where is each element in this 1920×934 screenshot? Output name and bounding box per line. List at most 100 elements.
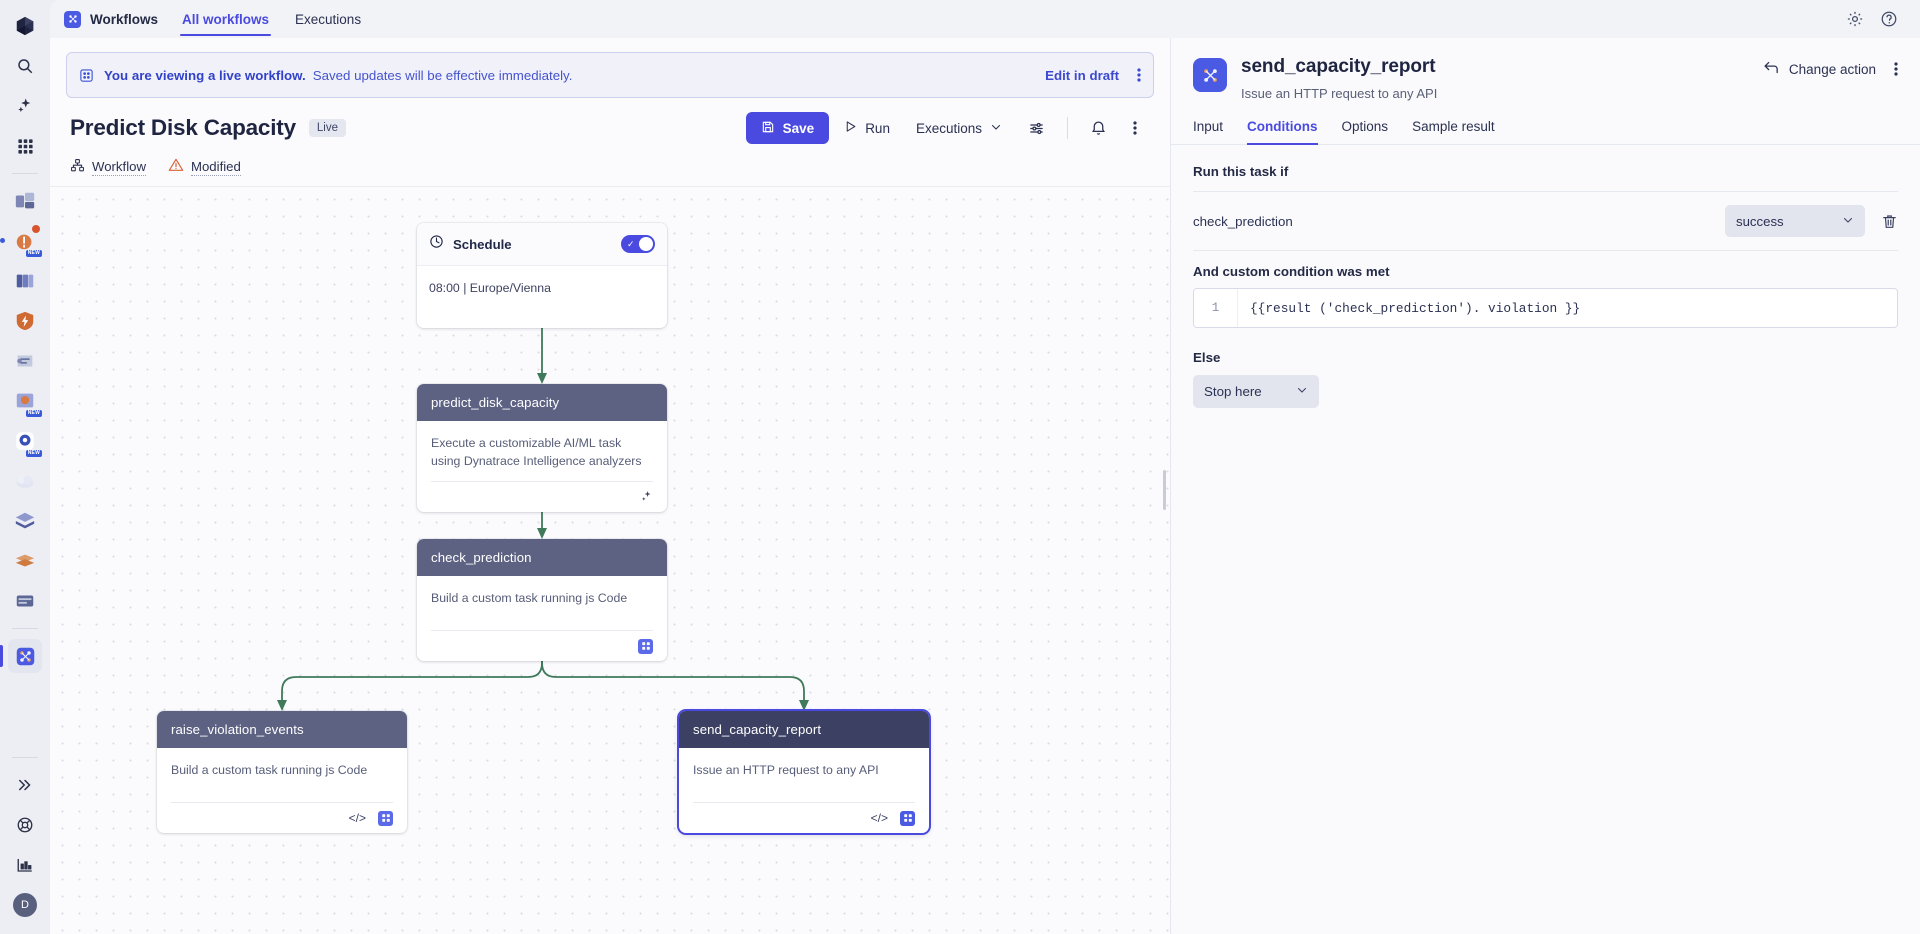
panel-tabs: Input Conditions Options Sample result — [1171, 101, 1920, 145]
schedule-enabled-toggle[interactable]: ✓ — [621, 235, 655, 253]
code-expression[interactable]: {{result ('check_prediction'). violation… — [1250, 300, 1581, 316]
node-footer — [431, 630, 653, 661]
tab-all-workflows[interactable]: All workflows — [180, 2, 272, 36]
help-circle-icon[interactable] — [1880, 10, 1898, 28]
modified-indicator[interactable]: Modified — [168, 157, 241, 178]
app-topbar: Workflows All workflows Executions — [50, 0, 1920, 38]
rail-divider-3 — [12, 757, 38, 758]
custom-condition-label: And custom condition was met — [1193, 264, 1390, 279]
chevron-down-icon — [1296, 384, 1308, 399]
node-title: predict_disk_capacity — [417, 384, 667, 421]
databases-icon[interactable] — [8, 584, 42, 618]
new-badge: NEW — [25, 410, 42, 417]
panel-header-row: send_capacity_report Issue an HTTP reque… — [1193, 56, 1898, 101]
new-badge: NEW — [25, 250, 42, 257]
workflow-subtoolbar: Workflow Modified — [50, 144, 1170, 186]
hierarchy-icon — [70, 158, 85, 178]
cloud-icon[interactable] — [8, 464, 42, 498]
schedule-node[interactable]: Schedule ✓ 08:00 | Europe/Vienna — [417, 223, 667, 328]
else-value: Stop here — [1204, 384, 1262, 399]
executions-label: Executions — [915, 120, 982, 136]
predict-disk-capacity-node[interactable]: predict_disk_capacity Execute a customiz… — [417, 384, 667, 512]
modified-label: Modified — [190, 159, 241, 176]
workflow-tab[interactable]: Workflow — [70, 158, 146, 178]
save-button[interactable]: Save — [745, 112, 830, 144]
panel-scrollbar-thumb[interactable] — [1163, 470, 1166, 510]
node-title: send_capacity_report — [679, 711, 929, 748]
node-footer — [431, 480, 653, 512]
tab-options[interactable]: Options — [1341, 119, 1389, 134]
search-icon[interactable] — [8, 49, 42, 83]
status-badge: Live — [308, 119, 347, 137]
else-select[interactable]: Stop here — [1193, 375, 1319, 408]
tab-input[interactable]: Input — [1193, 119, 1224, 134]
sliders-icon[interactable] — [1017, 112, 1056, 144]
change-action-button[interactable]: Change action — [1763, 60, 1876, 78]
workflow-header: Predict Disk Capacity Live Save — [50, 98, 1170, 144]
warning-triangle-icon — [168, 157, 184, 178]
run-button[interactable]: Run — [833, 112, 901, 144]
workflows-app-icon — [64, 10, 81, 28]
workflow-editor: You are viewing a live workflow. Saved u… — [50, 38, 1170, 934]
notebooks-icon[interactable] — [8, 544, 42, 578]
schedule-detail: 08:00 | Europe/Vienna — [429, 281, 551, 295]
bell-icon[interactable] — [1079, 112, 1118, 144]
node-description: Issue an HTTP request to any API — [693, 763, 879, 777]
node-footer: </> — [171, 802, 393, 833]
flow-inner: Schedule ✓ 08:00 | Europe/Vienna — [50, 187, 1170, 934]
panel-title: send_capacity_report — [1241, 56, 1436, 77]
check-prediction-node[interactable]: check_prediction Build a custom task run… — [417, 539, 667, 661]
ai-sparkles-icon[interactable] — [8, 89, 42, 123]
dynatrace-logo[interactable] — [0, 6, 50, 46]
code-icon: </> — [348, 811, 366, 825]
condition-state-select[interactable]: success — [1725, 205, 1865, 237]
sidebar-item-workflows[interactable] — [0, 639, 42, 673]
logs-icon[interactable] — [8, 264, 42, 298]
security-shield-icon[interactable] — [8, 304, 42, 338]
chevron-down-icon — [990, 121, 1002, 136]
edit-in-draft-link[interactable]: Edit in draft — [1045, 67, 1119, 83]
tab-conditions[interactable]: Conditions — [1247, 119, 1318, 145]
node-body: Execute a customizable AI/ML task using … — [417, 421, 667, 471]
executions-dropdown[interactable]: Executions — [905, 112, 1013, 144]
custom-condition-editor[interactable]: 1 {{result ('check_prediction'). violati… — [1193, 288, 1898, 328]
tab-sample-result[interactable]: Sample result — [1412, 119, 1495, 134]
gear-icon[interactable] — [1846, 10, 1864, 28]
run-label: Run — [865, 120, 890, 136]
conditions-body: Run this task if check_prediction succes… — [1171, 145, 1920, 408]
workflow-tab-label: Workflow — [92, 159, 146, 176]
kubernetes-icon[interactable]: NEW — [8, 384, 42, 418]
avatar-initial: D — [13, 893, 37, 917]
divider — [1067, 117, 1068, 139]
expand-rail-icon[interactable] — [8, 768, 42, 802]
more-options-icon[interactable] — [1894, 61, 1898, 77]
tab-executions[interactable]: Executions — [295, 12, 362, 27]
support-lifebuoy-icon[interactable] — [8, 808, 42, 842]
arrow-back-icon — [1763, 60, 1780, 78]
panel-subtitle: Issue an HTTP request to any API — [1241, 86, 1438, 101]
schedule-node-title: Schedule — [453, 236, 512, 252]
rail-divider — [12, 173, 38, 174]
schedule-node-header: Schedule ✓ — [417, 223, 667, 266]
app-shell: Workflows All workflows Executions — [50, 0, 1920, 934]
more-options-icon[interactable] — [1122, 112, 1148, 144]
trash-icon[interactable] — [1881, 213, 1898, 230]
flow-canvas[interactable]: Schedule ✓ 08:00 | Europe/Vienna — [50, 186, 1170, 934]
more-options-icon[interactable] — [1137, 67, 1141, 83]
data-layers-icon[interactable] — [8, 504, 42, 538]
apps-grid-icon[interactable] — [8, 129, 42, 163]
workflow-actions: Save Run Executions — [745, 112, 1148, 144]
send-capacity-report-node[interactable]: send_capacity_report Issue an HTTP reque… — [679, 711, 929, 833]
user-avatar[interactable]: D — [8, 888, 42, 922]
distributed-tracing-icon[interactable] — [8, 344, 42, 378]
settings-app-icon[interactable]: NEW — [8, 424, 42, 458]
divider — [1193, 191, 1898, 192]
else-label: Else — [1193, 350, 1221, 365]
dashboards-icon[interactable] — [8, 184, 42, 218]
save-disk-icon — [761, 120, 775, 137]
http-action-icon — [1193, 58, 1227, 92]
problems-icon[interactable]: NEW — [0, 224, 42, 258]
raise-violation-events-node[interactable]: raise_violation_events Build a custom ta… — [157, 711, 407, 833]
usage-chart-icon[interactable] — [8, 848, 42, 882]
